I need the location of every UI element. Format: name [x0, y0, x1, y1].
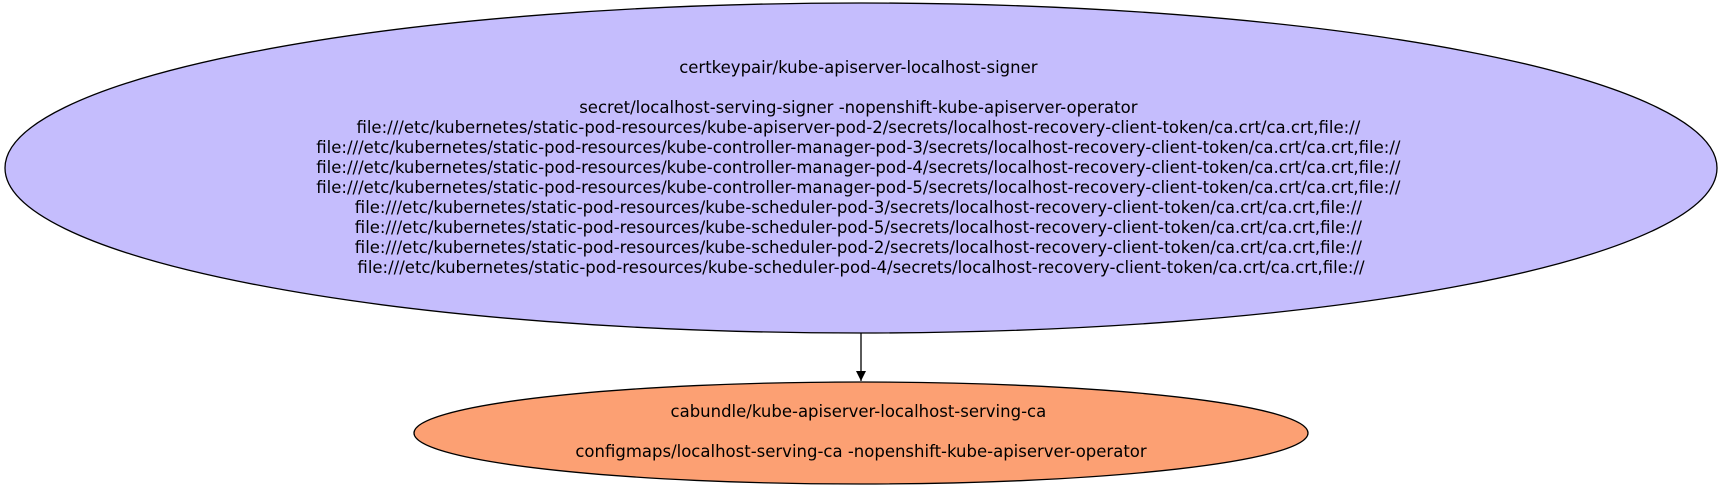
node-shape	[413, 381, 1309, 485]
node-kube-apiserver-localhost-signer[interactable]: certkeypair/kube-apiserver-localhost-sig…	[4, 2, 1718, 334]
node-shape	[4, 2, 1718, 334]
node-label-line: file:///etc/kubernetes/static-pod-resour…	[357, 258, 1365, 277]
node-label-line: file:///etc/kubernetes/static-pod-resour…	[316, 158, 1401, 177]
node-label-line: file:///etc/kubernetes/static-pod-resour…	[316, 178, 1401, 197]
node-label-line: file:///etc/kubernetes/static-pod-resour…	[355, 198, 1363, 217]
node-label: cabundle/kube-apiserver-localhost-servin…	[575, 402, 1147, 461]
node-label-line: file:///etc/kubernetes/static-pod-resour…	[355, 218, 1363, 237]
node-label-line: file:///etc/kubernetes/static-pod-resour…	[355, 238, 1363, 257]
node-label-line: configmaps/localhost-serving-ca -nopensh…	[575, 442, 1147, 461]
node-label-line: secret/localhost-serving-signer -nopensh…	[579, 98, 1138, 117]
node-label-line: file:///etc/kubernetes/static-pod-resour…	[316, 138, 1401, 157]
node-kube-apiserver-localhost-serving-ca[interactable]: cabundle/kube-apiserver-localhost-servin…	[413, 381, 1309, 485]
node-label-line: file:///etc/kubernetes/static-pod-resour…	[356, 118, 1360, 137]
node-label: certkeypair/kube-apiserver-localhost-sig…	[316, 58, 1405, 277]
node-label-line: cabundle/kube-apiserver-localhost-servin…	[671, 402, 1047, 421]
node-label-line: certkeypair/kube-apiserver-localhost-sig…	[679, 58, 1038, 77]
